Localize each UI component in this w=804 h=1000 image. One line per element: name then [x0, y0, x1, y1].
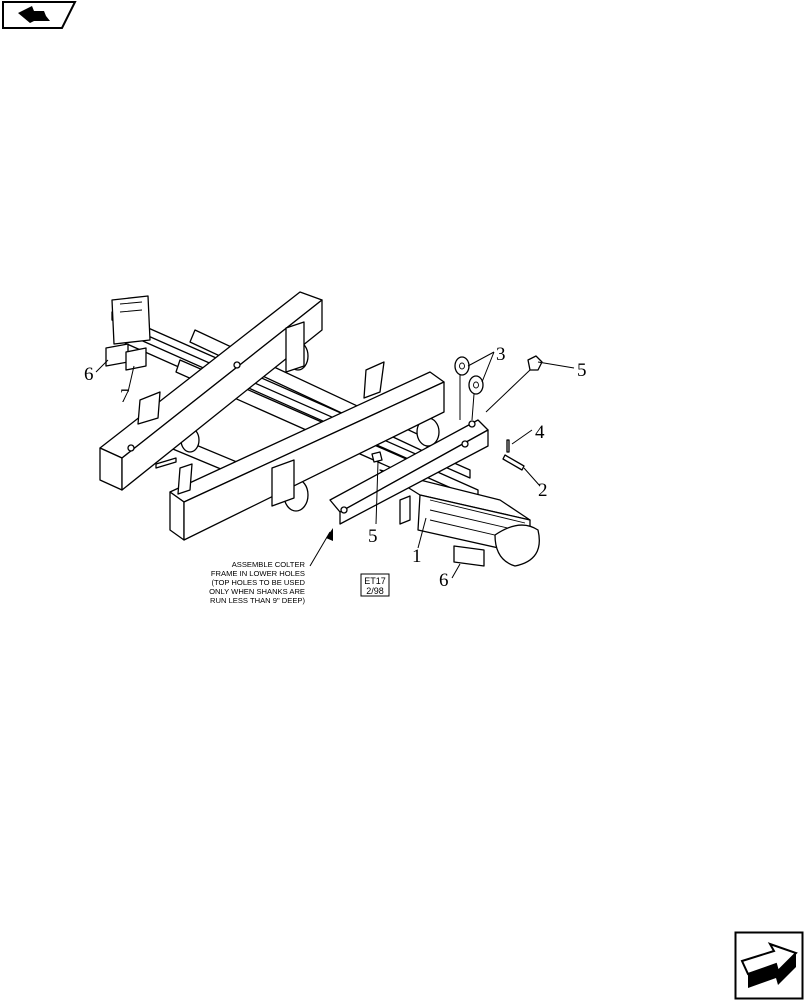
assembly-note: ASSEMBLE COLTER FRAME IN LOWER HOLES (TO… [209, 560, 305, 605]
note-line-4: ONLY WHEN SHANKS ARE [209, 587, 305, 596]
callout-7: 7 [120, 386, 130, 407]
back-button[interactable] [0, 0, 78, 30]
callout-5-nut: 5 [577, 360, 587, 381]
drawing-code-stamp: ET17 2/98 [360, 573, 390, 597]
mounting-brackets [137, 321, 411, 525]
note-line-3: (TOP HOLES TO BE USED [211, 578, 305, 587]
callout-6-left: 6 [84, 364, 94, 385]
note-line-5: RUN LESS THAN 9" DEEP) [210, 596, 305, 605]
right-beam [169, 371, 445, 541]
note-line-2: FRAME IN LOWER HOLES [211, 569, 305, 578]
next-page-button[interactable] [734, 931, 804, 1000]
callout-2: 2 [538, 480, 548, 501]
decals [105, 343, 485, 567]
callout-5-lower: 5 [368, 526, 378, 547]
drawing-date: 2/98 [366, 586, 384, 596]
back-arrow-icon [2, 1, 77, 29]
callout-4: 4 [535, 422, 545, 443]
callout-1: 1 [412, 546, 422, 567]
note-line-1: ASSEMBLE COLTER [232, 560, 306, 569]
drawing-code: ET17 [364, 576, 386, 586]
next-page-icon [734, 931, 804, 1000]
leader-lines [95, 351, 575, 579]
callout-6-right: 6 [439, 570, 449, 591]
hardware [155, 355, 543, 471]
callout-3: 3 [496, 344, 506, 365]
